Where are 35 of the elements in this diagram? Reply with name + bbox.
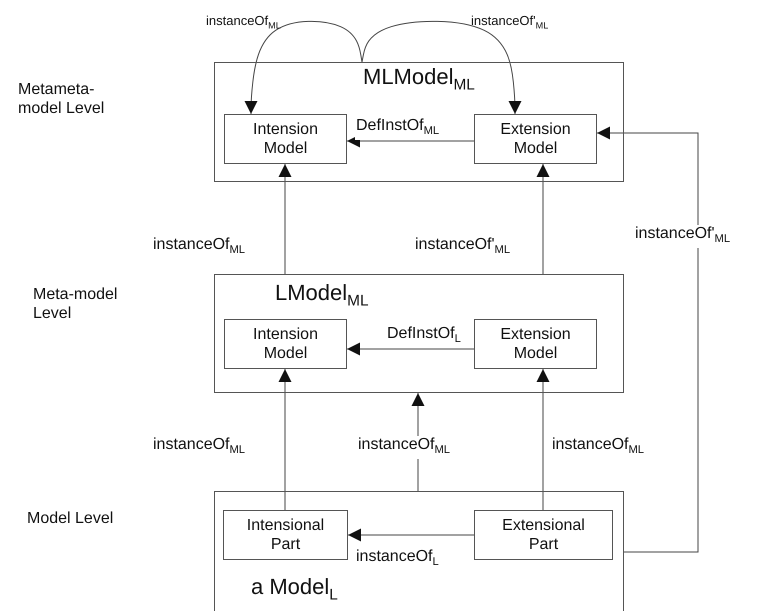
box-label: Intension Model	[252, 120, 319, 158]
edge-label: instanceOf'$_{ML}$	[634, 225, 732, 248]
model-box	[224, 114, 347, 164]
model-box	[474, 114, 597, 164]
level-label: Meta-model Level	[33, 285, 118, 323]
arrow	[536, 164, 550, 274]
container-title: MLModel$_{ML}$	[363, 64, 475, 94]
edge-label: instanceOf$_{ML}$	[205, 12, 282, 33]
model-box	[474, 319, 597, 369]
edge-label: DefInstOf$_{ML}$	[355, 117, 440, 140]
box-label: Intensional Part	[246, 516, 326, 554]
arrow	[536, 368, 550, 510]
arrow	[346, 342, 474, 356]
box-label: Extension Model	[499, 325, 572, 363]
model-box	[474, 510, 613, 560]
box-label: Intension Model	[252, 325, 319, 363]
model-box	[223, 510, 348, 560]
model-container	[214, 62, 624, 182]
arrow	[278, 368, 292, 510]
model-box	[224, 319, 347, 369]
arrow	[362, 20, 522, 114]
box-label: Extensional Part	[501, 516, 586, 554]
edge-label: instanceOf$_{ML}$	[357, 436, 452, 460]
level-label: Model Level	[27, 509, 114, 528]
arrow	[346, 134, 474, 148]
arrow	[278, 164, 292, 274]
model-container	[214, 274, 624, 393]
level-label: Metameta-model Level	[18, 80, 106, 118]
arrow	[244, 20, 362, 114]
container-title: a Model$_{L}$	[251, 574, 338, 604]
arrow	[596, 126, 698, 552]
edge-label: instanceOf'$_{ML}$	[470, 12, 550, 33]
box-label: Extension Model	[499, 120, 572, 158]
arrow	[348, 528, 474, 542]
container-title: LModel$_{ML}$	[275, 280, 369, 310]
